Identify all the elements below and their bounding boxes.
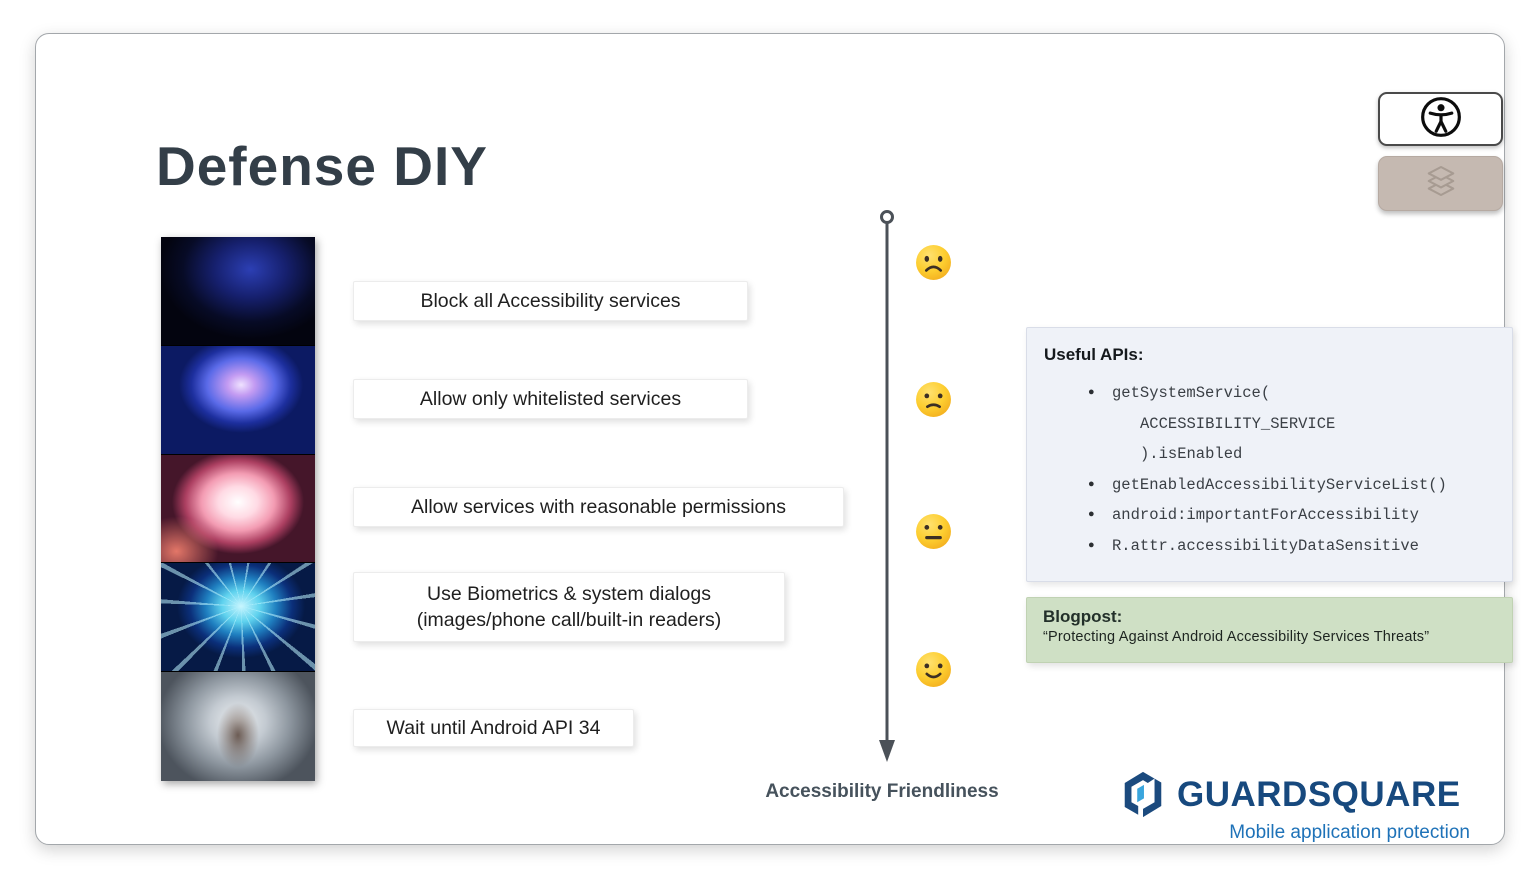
useful-apis-list: getSystemService( ACCESSIBILITY_SERVICE … (1044, 378, 1495, 561)
slightly-smiling-face-icon (915, 651, 952, 688)
neutral-face-icon (915, 513, 952, 550)
layers-icon (1420, 160, 1462, 207)
accessibility-toggle-button[interactable] (1378, 92, 1503, 146)
step-biometrics-dialogs: Use Biometrics & system dialogs (images/… (353, 572, 785, 642)
slide-card: Defense DIY Block all A (35, 33, 1513, 845)
step-block-all-services: Block all Accessibility services (353, 281, 748, 321)
useful-apis-title: Useful APIs: (1044, 345, 1144, 364)
meme-panel-ascended-being (161, 672, 315, 781)
api-item: R.attr.accessibilityDataSensitive (1044, 531, 1495, 562)
page-title: Defense DIY (156, 135, 488, 197)
universal-access-icon (1419, 95, 1463, 144)
blogpost-panel: Blogpost: “Protecting Against Android Ac… (1026, 597, 1513, 663)
meme-panel-cosmic-ray-brain (161, 563, 315, 673)
axis-label: Accessibility Friendliness (765, 781, 999, 802)
api-item: getEnabledAccessibilityServiceList() (1044, 470, 1495, 501)
meme-panel-glowing-brain (161, 345, 315, 455)
blogpost-quote: “Protecting Against Android Accessibilit… (1043, 629, 1430, 645)
friendliness-axis-arrow (879, 210, 895, 762)
step-wait-api-34: Wait until Android API 34 (353, 709, 634, 747)
guardsquare-tagline: Mobile application protection (1229, 822, 1470, 843)
api-item: getSystemService( (1044, 378, 1495, 409)
meme-panel-small-brain-xray (161, 237, 315, 346)
step-reasonable-permissions: Allow services with reasonable permissio… (353, 487, 844, 527)
meme-panel-radiant-brain (161, 454, 315, 564)
guardsquare-logo-text: GUARDSQUARE (1177, 774, 1461, 814)
step-whitelisted-services: Allow only whitelisted services (353, 379, 748, 419)
slightly-frowning-face-icon (915, 381, 952, 418)
useful-apis-panel: Useful APIs: getSystemService( ACCESSIBI… (1026, 327, 1513, 582)
api-item-continuation: ).isEnabled (1140, 445, 1243, 463)
guardsquare-logo-icon (1118, 768, 1168, 821)
guardsquare-logo: GUARDSQUARE Mobile application protectio… (1118, 768, 1470, 844)
api-item: android:importantForAccessibility (1044, 500, 1495, 531)
blogpost-title: Blogpost: (1043, 607, 1123, 626)
layers-button[interactable] (1378, 156, 1503, 211)
api-item-continuation: ACCESSIBILITY_SERVICE (1140, 414, 1336, 433)
frowning-face-icon (915, 244, 952, 281)
expanding-brain-meme (161, 237, 315, 781)
